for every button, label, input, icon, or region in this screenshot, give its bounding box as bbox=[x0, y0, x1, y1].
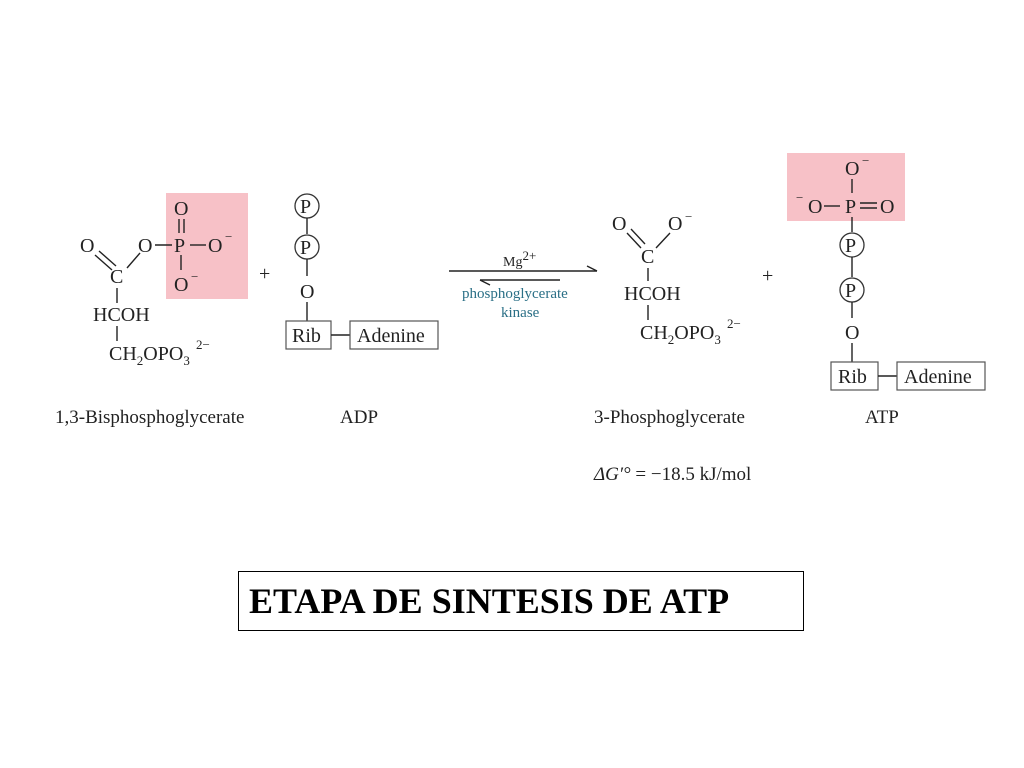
title-box: ETAPA DE SINTESIS DE ATP bbox=[238, 571, 804, 631]
atp-phosphate-oxygen-left: O bbox=[808, 196, 822, 218]
pg3-structure: O O − C HCOH CH2OPO3 2− bbox=[612, 209, 741, 347]
bpg-phosphorus: P bbox=[174, 235, 185, 257]
bpg-phosphate-highlight bbox=[166, 193, 248, 299]
bpg-hcoh: HCOH bbox=[93, 304, 150, 326]
atp-phosphate-charge-left: − bbox=[796, 190, 803, 205]
pg3-ch2opo3-charge: 2− bbox=[727, 316, 741, 331]
pg3-name: 3-Phosphoglycerate bbox=[594, 407, 745, 428]
adp-structure: P P O Rib Adenine bbox=[285, 193, 439, 350]
atp-rib-box bbox=[830, 361, 879, 391]
bpg-name: 1,3-Bisphosphoglycerate bbox=[55, 407, 244, 428]
atp-rib-label: Rib bbox=[838, 366, 867, 388]
plus-sign-right: + bbox=[762, 265, 773, 287]
adp-phosphate-label-2: P bbox=[300, 237, 311, 259]
reaction-arrows: Mg2+ phosphoglycerate kinase bbox=[449, 248, 598, 321]
atp-ribose-oxygen: O bbox=[845, 322, 859, 344]
bpg-bridge-oxygen: O bbox=[138, 235, 152, 257]
enzyme-name-line2: kinase bbox=[501, 305, 540, 321]
atp-phosphate-oxygen-top: O bbox=[845, 158, 859, 180]
atp-phosphate-oxygen-right: O bbox=[880, 196, 894, 218]
atp-phosphorus: P bbox=[845, 196, 856, 218]
adp-name: ADP bbox=[340, 407, 378, 428]
adp-rib-label: Rib bbox=[292, 325, 321, 347]
slide-title: ETAPA DE SINTESIS DE ATP bbox=[249, 581, 730, 621]
bpg-ch2opo3-charge: 2− bbox=[196, 337, 210, 352]
adp-adenine-box bbox=[349, 320, 439, 350]
adp-adenine-label: Adenine bbox=[357, 325, 425, 347]
pg3-carboxylate-charge: − bbox=[685, 209, 692, 224]
pg3-hcoh: HCOH bbox=[624, 283, 681, 305]
pg3-carboxylate-oxygen: O bbox=[668, 213, 682, 235]
atp-phosphate-highlight bbox=[787, 153, 905, 221]
atp-phosphate-charge-top: − bbox=[862, 153, 869, 168]
pg3-ch2opo3: CH2OPO3 bbox=[640, 322, 721, 347]
bpg-ch2opo3: CH2OPO3 bbox=[109, 343, 190, 368]
delta-g-label: ΔG′° = −18.5 kJ/mol bbox=[593, 464, 751, 485]
atp-phosphate-label-2: P bbox=[845, 280, 856, 302]
cofactor-label: Mg2+ bbox=[503, 248, 536, 270]
adp-ribose-oxygen: O bbox=[300, 281, 314, 303]
bpg-phosphate-oxygen-top: O bbox=[174, 198, 188, 220]
pg3-carbonyl-oxygen: O bbox=[612, 213, 626, 235]
bpg-structure: O C O P O O − O − HCOH CH2OPO3 2− bbox=[80, 193, 248, 368]
atp-phosphate-label-1: P bbox=[845, 235, 856, 257]
bpg-phosphate-charge-right: − bbox=[225, 229, 232, 244]
bpg-phosphate-oxygen-right: O bbox=[208, 235, 222, 257]
atp-adenine-box bbox=[896, 361, 986, 391]
enzyme-name-line1: phosphoglycerate bbox=[462, 286, 568, 302]
bpg-phosphate-oxygen-bottom: O bbox=[174, 274, 188, 296]
adp-phosphate-label-1: P bbox=[300, 196, 311, 218]
atp-name: ATP bbox=[865, 407, 899, 428]
atp-adenine-label: Adenine bbox=[904, 366, 972, 388]
atp-structure: O − − O P O P P O Rib Adenine bbox=[787, 153, 986, 391]
plus-sign-left: + bbox=[259, 263, 270, 285]
bpg-carbonyl-oxygen: O bbox=[80, 235, 94, 257]
bpg-carboxyl-carbon: C bbox=[110, 266, 123, 288]
bpg-phosphate-charge-bottom: − bbox=[191, 269, 198, 284]
pg3-carboxyl-carbon: C bbox=[641, 246, 654, 268]
